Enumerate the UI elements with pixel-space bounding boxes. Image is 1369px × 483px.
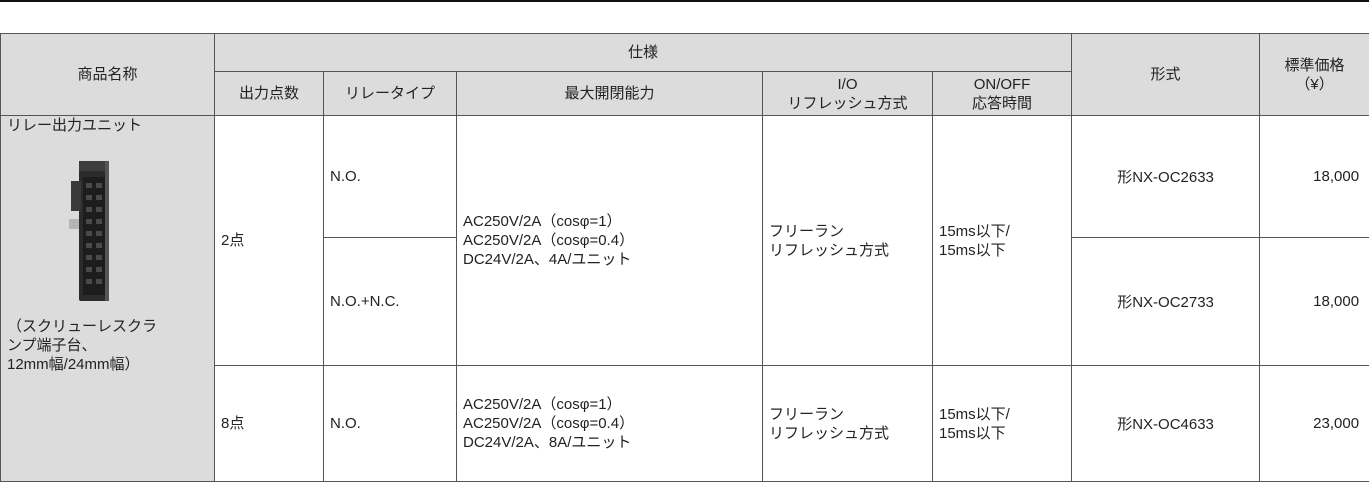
onoff-response-cell: 15ms以下/ 15ms以下 (931, 115, 1073, 366)
output-points-cell: 8点 (214, 365, 324, 482)
product-subtitle: （スクリューレスクラ ンプ端子台、 12mm幅/24mm幅） (7, 318, 158, 373)
table-row: リレー出力ユニット (0, 115, 1369, 482)
table-row: N.O.+N.C. 形NX-OC2733 18,000 (1, 237, 1369, 366)
onoff-response-cell: 15ms以下/ 15ms以下 (931, 365, 1073, 482)
model-cell: 形NX-OC4633 (1071, 365, 1261, 482)
price-cell: 18,000 (1259, 115, 1369, 238)
top-rule (0, 0, 1369, 2)
io-refresh-cell: フリーラン リフレッシュ方式 (762, 365, 933, 482)
header-model: 形式 (1071, 33, 1261, 116)
io-refresh-cell: フリーラン リフレッシュ方式 (762, 115, 933, 366)
header-spec-group: 仕様 (213, 33, 1073, 72)
relay-type-cell: N.O. (323, 115, 457, 238)
max-switching-cell: AC250V/2A（cosφ=1） AC250V/2A（cosφ=0.4） DC… (456, 365, 763, 482)
header-onoff-response: ON/OFF 応答時間 (931, 71, 1073, 116)
price-cell: 18,000 (1259, 237, 1369, 366)
product-title: リレー出力ユニット (7, 117, 143, 134)
header-product-name: 商品名称 (0, 33, 215, 116)
header-output-points: 出力点数 (214, 71, 324, 116)
relay-type-cell: N.O.+N.C. (323, 237, 457, 366)
price-cell: 23,000 (1259, 365, 1369, 482)
relay-unit-image (69, 161, 109, 301)
header-relay-type: リレータイプ (323, 71, 457, 116)
output-points-cell: 2点 (214, 115, 324, 366)
product-cell: リレー出力ユニット (0, 115, 215, 482)
header-io-refresh: I/O リフレッシュ方式 (762, 71, 933, 116)
model-cell: 形NX-OC2733 (1071, 237, 1261, 366)
model-cell: 形NX-OC2633 (1071, 115, 1261, 238)
table-row: 8点 N.O. AC250V/2A（cosφ=1） AC250V/2A（cosφ… (1, 365, 1369, 482)
relay-type-cell: N.O. (323, 365, 457, 482)
max-switching-cell: AC250V/2A（cosφ=1） AC250V/2A（cosφ=0.4） DC… (456, 115, 763, 366)
product-spec-table: 商品名称 仕様 形式 標準価格 （¥） 出力点数 リレータイプ 最大開閉能力 I… (0, 33, 1369, 482)
header-price: 標準価格 （¥） (1259, 33, 1369, 116)
header-max-switching: 最大開閉能力 (456, 71, 763, 116)
